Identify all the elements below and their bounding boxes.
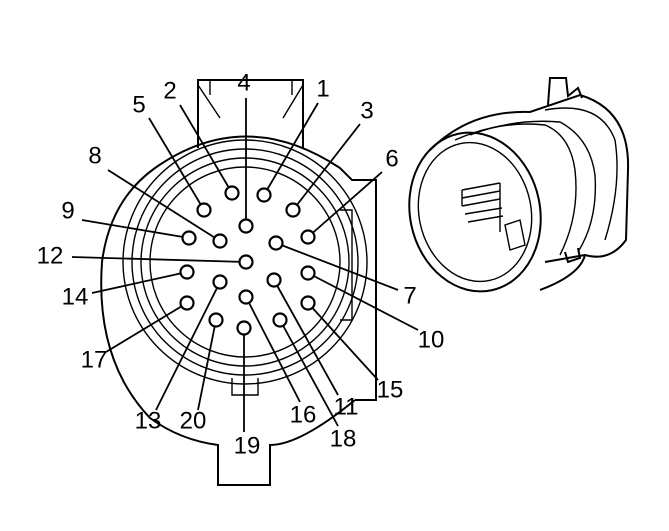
pin-14: [179, 264, 195, 280]
pin-12: [238, 254, 254, 270]
terminal-pins: [461, 182, 504, 232]
leader-line-pin-6: [307, 171, 383, 238]
ring-2: [131, 148, 359, 376]
ring-inner: [149, 166, 341, 358]
leader-line-pin-10: [307, 272, 419, 331]
pin-array: [179, 185, 316, 336]
pin-label-1: 1: [316, 75, 329, 102]
leader-line-pin-20: [197, 319, 217, 411]
locking-tab: [547, 77, 583, 106]
pin-label-16: 16: [290, 401, 317, 428]
leader-line-pin-14: [91, 271, 188, 294]
leader-line-pin-13: [155, 281, 221, 411]
pin-13: [212, 274, 228, 290]
leader-line-pin-12: [71, 256, 247, 263]
leader-line-pin-16: [245, 296, 301, 403]
leader-line-pin-17: [105, 302, 188, 353]
pin-label-13: 13: [135, 407, 162, 434]
leader-line-pin-7: [275, 242, 399, 291]
pin-label-11: 11: [334, 393, 359, 420]
leader-line-pin-9: [81, 219, 190, 239]
pin-label-17: 17: [81, 346, 108, 373]
pin-4: [238, 218, 254, 234]
leader-line-pin-2: [179, 104, 233, 194]
leader-line-pin-18: [279, 319, 339, 427]
pin-8: [212, 233, 228, 249]
front-face-inner: [417, 141, 533, 283]
pin-label-3: 3: [360, 97, 373, 124]
keying-slot: [504, 219, 526, 251]
pin-label-15: 15: [377, 376, 404, 403]
pin-label-6: 6: [385, 145, 398, 172]
leader-lines: [71, 98, 419, 432]
pin-label-7: 7: [403, 282, 416, 309]
pin-3: [285, 202, 301, 218]
pin-label-9: 9: [61, 197, 74, 224]
ring-outer: [122, 139, 368, 385]
connector-perspective: [408, 77, 630, 293]
pin-15: [300, 295, 316, 311]
pin-7: [268, 235, 284, 251]
pin-label-19: 19: [234, 432, 261, 459]
pin-16: [238, 289, 254, 305]
pin-label-18: 18: [330, 425, 357, 452]
pin-10: [300, 265, 316, 281]
pin-20: [208, 312, 224, 328]
body-band-1: [454, 123, 577, 256]
pin-2: [224, 185, 240, 201]
pin-18: [272, 312, 288, 328]
pin-label-20: 20: [180, 407, 207, 434]
leader-line-pin-8: [107, 169, 221, 242]
pin-5: [196, 202, 212, 218]
pin-19: [236, 320, 252, 336]
leader-line-pin-15: [307, 302, 379, 381]
leader-line-pin-1: [263, 102, 319, 196]
connector-face: [100, 79, 377, 486]
ring-3: [140, 157, 350, 367]
pin-1: [256, 187, 272, 203]
pin-label-14: 14: [62, 283, 89, 310]
pin-6: [300, 229, 316, 245]
pin-label-10: 10: [418, 326, 445, 353]
pin-9: [181, 230, 197, 246]
pin-label-2: 2: [163, 77, 176, 104]
bottom-tab: [564, 247, 582, 264]
pin-label-4: 4: [237, 69, 250, 96]
body-outline: [429, 93, 630, 291]
housing-outline: [100, 79, 377, 486]
pin-label-5: 5: [132, 91, 145, 118]
top-tab-detail: [197, 80, 304, 119]
pin-11: [266, 272, 282, 288]
front-face-outer: [408, 131, 542, 293]
body-band-2: [469, 120, 597, 253]
leader-line-pin-5: [148, 117, 205, 211]
bottom-notch: [231, 378, 259, 396]
pin-17: [179, 295, 195, 311]
leader-line-pin-3: [292, 123, 361, 211]
right-bracket: [340, 209, 353, 321]
pin-label-12: 12: [37, 242, 64, 269]
pin-label-8: 8: [88, 142, 101, 169]
leader-line-pin-11: [273, 279, 339, 396]
body-band-3: [544, 107, 618, 241]
